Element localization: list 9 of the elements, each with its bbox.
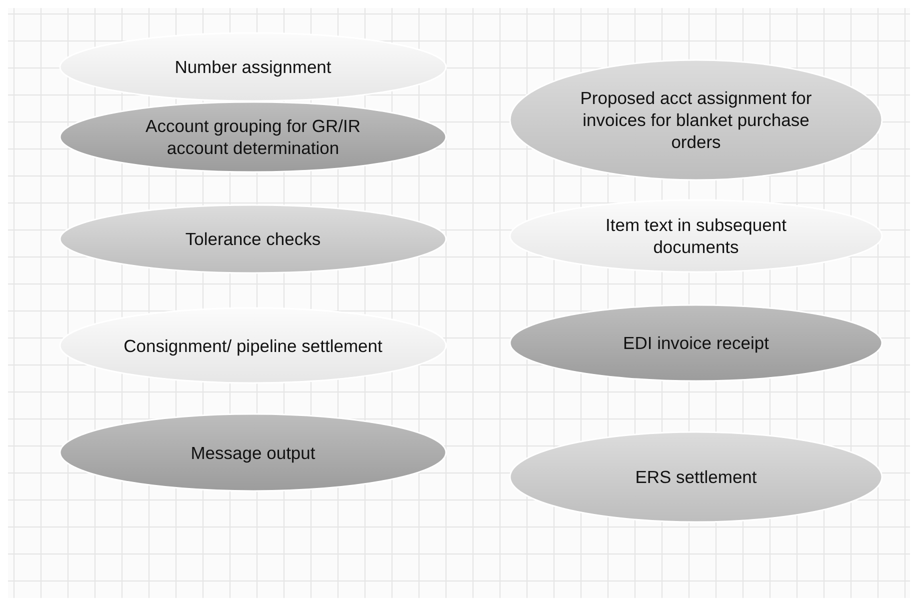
node-label: Message output <box>190 442 316 464</box>
node-label: Consignment/ pipeline settlement <box>122 334 384 356</box>
node-label: EDI invoice receipt <box>622 332 770 354</box>
node-label: ERS settlement <box>634 466 758 488</box>
node-label: Item text in subsequent documents <box>604 214 788 258</box>
node-label: Proposed acct assignment for invoices for blanket purchase orders <box>579 87 813 153</box>
node-label: Number assignment <box>174 56 332 78</box>
node-label: Account grouping for GR/IR account determination <box>144 115 362 159</box>
node-label: Tolerance checks <box>184 228 322 250</box>
